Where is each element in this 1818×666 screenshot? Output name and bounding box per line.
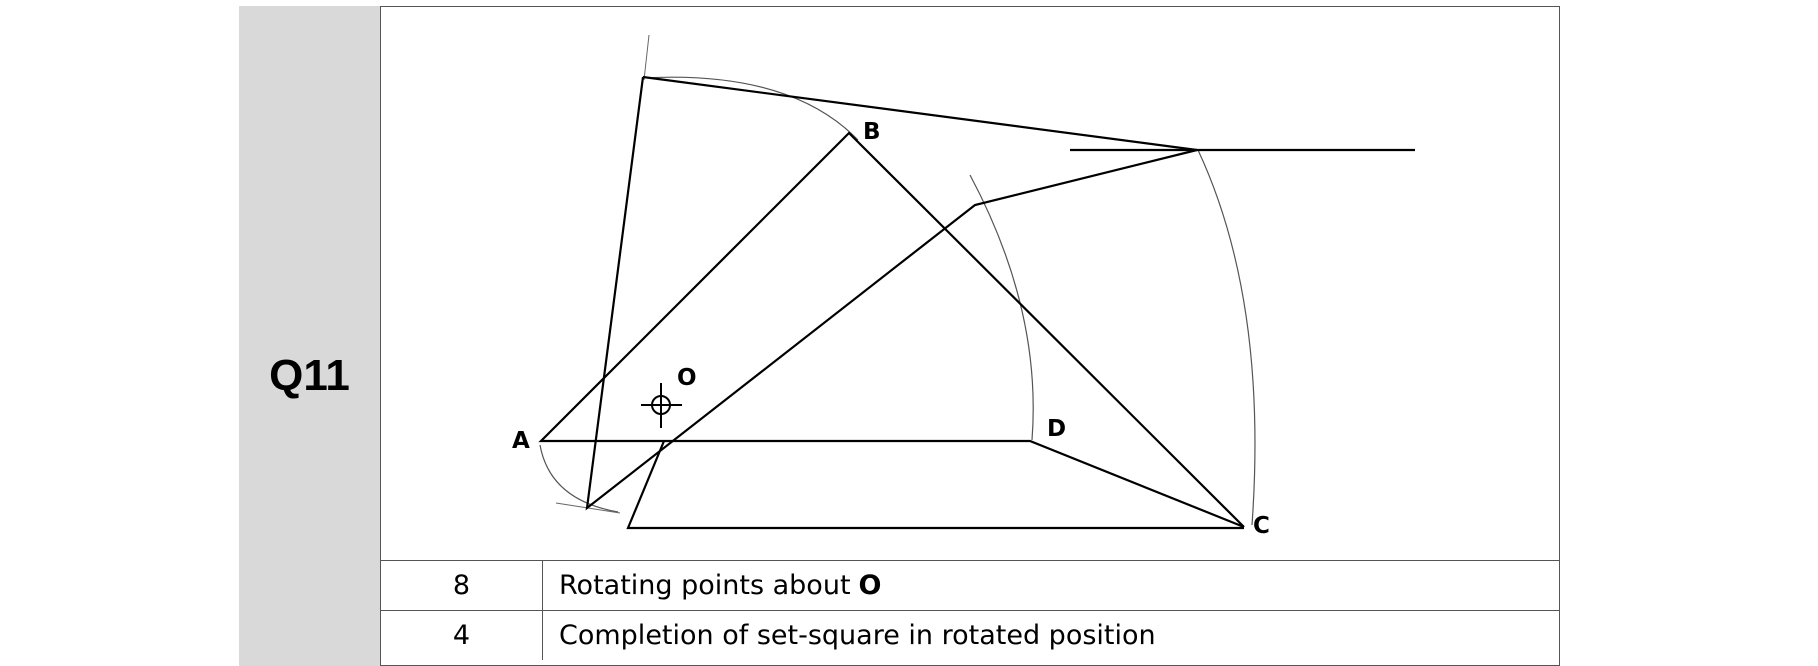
point-label-o: O <box>677 365 697 391</box>
mark-value: 8 <box>381 561 543 610</box>
centre-o-marker <box>641 383 682 428</box>
tick-top-left <box>643 34 650 81</box>
marking-row: 8 Rotating points about O <box>381 560 1560 610</box>
question-label-cell: Q11 <box>239 6 381 666</box>
point-label-c: C <box>1253 513 1270 539</box>
mark-description-text: Completion of set-square in rotated posi… <box>559 620 1156 651</box>
marking-row: 4 Completion of set-square in rotated po… <box>381 610 1560 660</box>
bottom-edge-shape <box>626 440 1244 530</box>
mark-description: Rotating points about O <box>543 561 881 610</box>
question-label: Q11 <box>269 351 350 400</box>
mark-description-text: Rotating points about <box>559 570 851 601</box>
mark-description-emphasis: O <box>858 570 882 601</box>
mark-value: 4 <box>381 611 543 660</box>
rotated-set-square <box>585 75 1198 511</box>
arc-middle <box>969 174 1034 441</box>
mark-description: Completion of set-square in rotated posi… <box>543 611 1156 660</box>
geometry-diagram: A B C D O <box>512 34 1415 539</box>
point-label-b: B <box>863 119 881 145</box>
point-label-d: D <box>1047 416 1066 442</box>
arc-upper-left <box>642 76 859 141</box>
arc-lower-left <box>539 444 619 513</box>
arc-right-large <box>1197 149 1256 526</box>
point-label-a: A <box>512 428 530 454</box>
original-set-square <box>538 131 1245 529</box>
